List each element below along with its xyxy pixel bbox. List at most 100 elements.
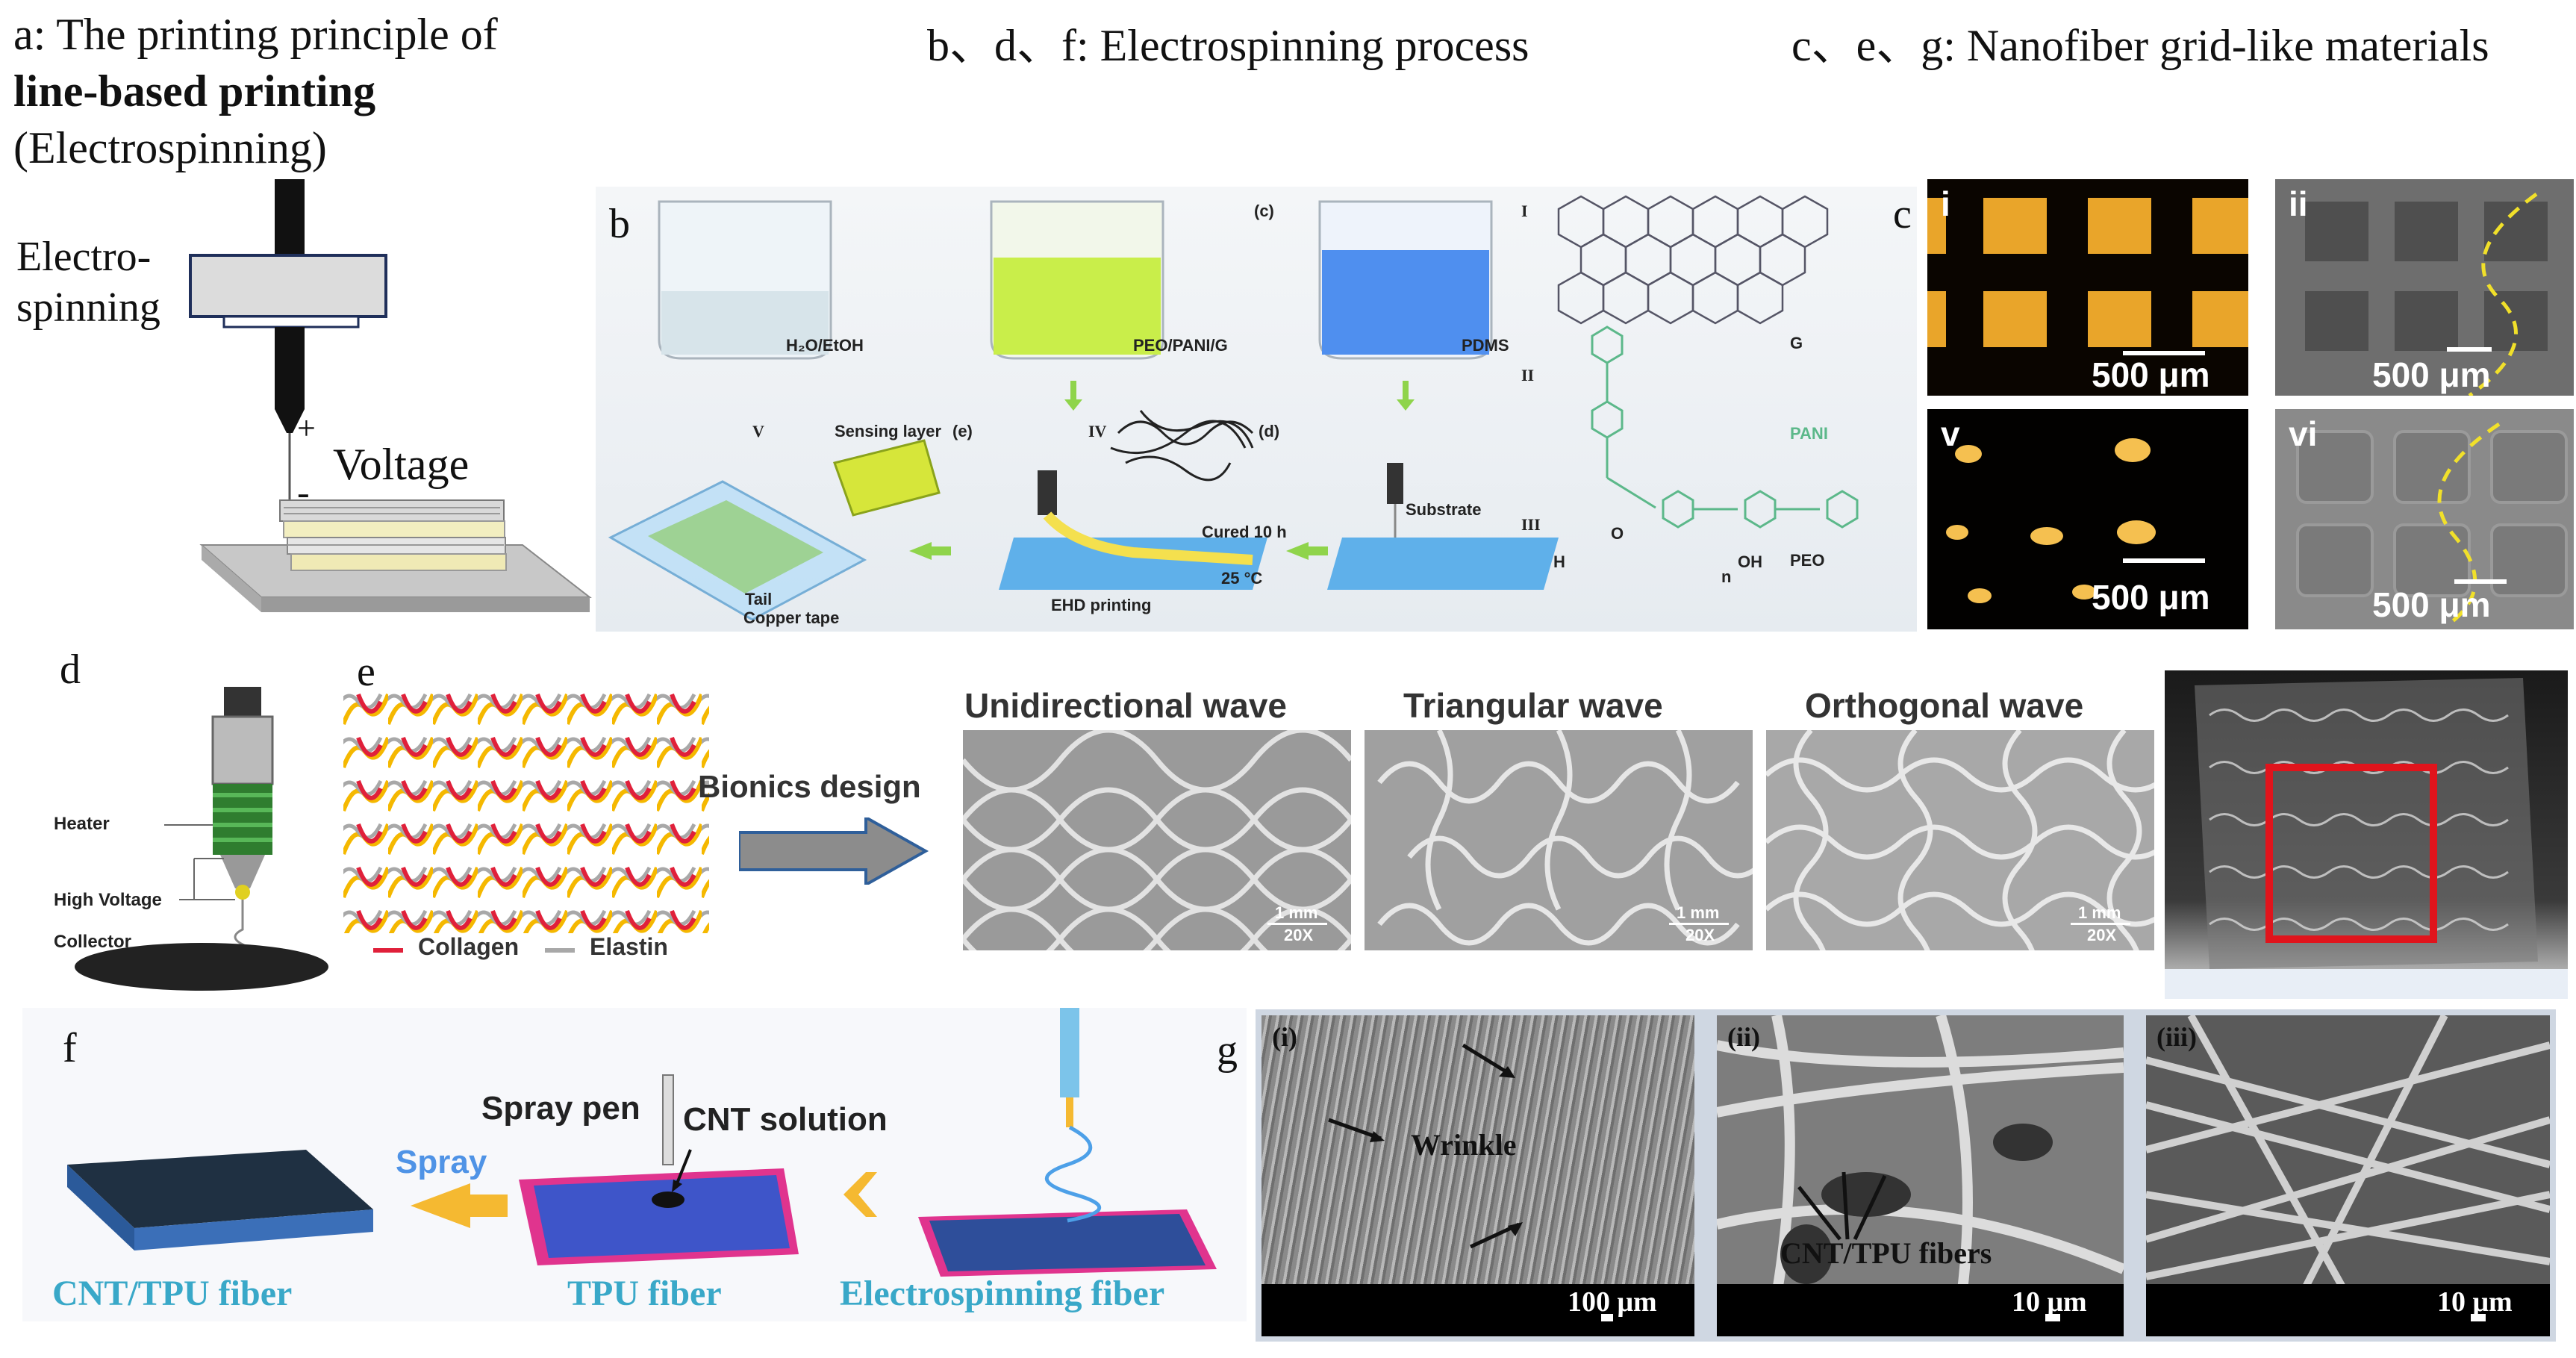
grid-image-vi — [2296, 422, 2568, 628]
wave-title-unidirectional: Unidirectional wave — [964, 686, 1288, 725]
bionics-arrow — [739, 817, 929, 885]
scale-label-v: 500 μm — [2092, 578, 2210, 617]
panel-e-bionics: Collagen Elastin — [343, 687, 709, 985]
label-g-ii: (ii) — [1727, 1022, 1760, 1052]
high-voltage-label: High Voltage — [54, 890, 162, 910]
panel-c-ii: ii 500 μm — [2275, 179, 2574, 396]
roman-v: V — [752, 422, 764, 440]
panel-d-letter: d — [60, 647, 81, 693]
electro-label-2: spinning — [16, 284, 160, 331]
scale-mm-2: 1 mm — [1677, 903, 1720, 922]
sem-orthogonal-wave: 1 mm 20X — [1766, 730, 2154, 950]
roman-ii: II — [1521, 366, 1535, 384]
scale-bar — [1669, 923, 1729, 925]
formula-n: n — [1721, 567, 1732, 586]
scale-bar — [2123, 351, 2205, 355]
orthogonal-wave-mesh — [1766, 730, 2154, 950]
wave-title-orthogonal: Orthogonal wave — [1805, 686, 2084, 725]
header-a-line1: a: The printing principle of — [13, 10, 498, 59]
panel-c-v: v 500 μm — [1927, 409, 2248, 629]
panel-b: b — [596, 187, 1917, 632]
scale-10um-iii: 10 μm — [2437, 1286, 2513, 1318]
sem-cnt-tpu-fibers: (ii) CNT/TPU fibers 10 μm — [1717, 1015, 2124, 1336]
header-bdf: b、d、f: Electrospinning process — [927, 21, 1529, 70]
bionics-design-label: Bionics design — [698, 769, 921, 804]
melt-electrospinning-schematic — [75, 687, 328, 991]
triangular-wave-mesh — [1377, 730, 1753, 946]
grid-image-ii — [2305, 192, 2548, 396]
roman-iv: IV — [1088, 422, 1107, 440]
wrinkle-arrows — [1328, 1043, 1523, 1249]
spray-pen-label: Spray pen — [481, 1090, 640, 1127]
scale-mag-3: 20X — [2087, 926, 2117, 944]
sensing-layer-label: Sensing layer — [835, 422, 942, 440]
label-g-iii: (iii) — [2156, 1022, 2197, 1052]
grid-image-v — [1946, 438, 2156, 603]
label-ii: ii — [2289, 184, 2308, 223]
formula-h: H — [1553, 552, 1565, 571]
header-a-line2: line-based printing — [13, 66, 376, 116]
panel-b-illustration — [608, 195, 1859, 621]
electro-label-1: Electro- — [16, 234, 152, 280]
pani-tag: PANI — [1790, 424, 1828, 443]
cnt-tpu-fiber-label: CNT/TPU fiber — [52, 1274, 293, 1313]
scale-bar — [2454, 579, 2507, 584]
collagen-legend-label: Collagen — [418, 933, 520, 960]
sem-wrinkle: (i) Wrinkle 100 μm — [1262, 1015, 1694, 1336]
scale-100um: 100 μm — [1568, 1286, 1657, 1318]
scale-bar — [2471, 1314, 2486, 1321]
wrinkle-label: Wrinkle — [1411, 1128, 1517, 1162]
scale-bar — [2447, 347, 2492, 352]
heater-label: Heater — [54, 814, 110, 834]
scale-band — [1717, 1284, 2124, 1336]
plus-sign: + — [297, 410, 316, 446]
tail-label: Tail — [745, 590, 773, 608]
collagen-legend-swatch — [373, 948, 403, 953]
cured-label: Cured 10 h — [1202, 523, 1287, 541]
beaker-3-label: PDMS — [1462, 336, 1509, 355]
tag-e: (e) — [952, 422, 973, 440]
voltage-label: Voltage — [333, 440, 470, 489]
collagen-elastin-pattern — [343, 687, 709, 933]
cnt-tpu-fibers-label: CNT/TPU fibers — [1780, 1236, 1992, 1270]
elastin-legend-label: Elastin — [590, 933, 668, 960]
panel-g: (i) Wrinkle 100 μm — [1256, 1009, 2556, 1342]
panel-f-illustration — [67, 1008, 1217, 1277]
roman-iii: III — [1521, 515, 1541, 534]
header-a-line3: (Electrospinning) — [13, 123, 327, 172]
label-i: i — [1941, 184, 1950, 223]
scale-mm-1: 1 mm — [1275, 903, 1318, 922]
spray-label: Spray — [396, 1144, 487, 1180]
wave-title-triangular: Triangular wave — [1403, 686, 1663, 725]
label-vi: vi — [2289, 414, 2318, 453]
header-ceg: c、e、g: Nanofiber grid-like materials — [1791, 21, 2489, 70]
collector-label: Collector — [54, 932, 132, 952]
formula-o: O — [1611, 524, 1624, 543]
scale-label-i: 500 μm — [2092, 355, 2210, 394]
panel-b-letter: b — [609, 201, 630, 247]
tag-d: (d) — [1259, 422, 1280, 440]
scale-bar — [1267, 923, 1327, 925]
scale-bar — [1601, 1314, 1613, 1321]
label-v: v — [1941, 414, 1960, 453]
peo-tag: PEO — [1790, 551, 1825, 570]
panel-a: Electro- spinning + - Voltage — [0, 172, 597, 650]
tag-c: (c) — [1254, 202, 1274, 220]
formula-oh: OH — [1738, 552, 1762, 571]
scale-bar — [2045, 1314, 2060, 1321]
panel-c-letter: c — [1893, 191, 1912, 237]
grid-image-i — [1927, 198, 2248, 347]
minus-sign: - — [297, 471, 310, 513]
scale-bar — [2071, 923, 2130, 925]
temp-label: 25 °C — [1221, 569, 1263, 588]
sem-triangular-wave: 1 mm 20X — [1365, 730, 1753, 950]
panel-d: Heater High Voltage Collector — [45, 672, 343, 1000]
roman-i: I — [1521, 202, 1528, 220]
g-tag: G — [1790, 334, 1803, 352]
sem-tpu-fibers: (iii) 10 μm — [2146, 1015, 2550, 1336]
tpu-fiber-mat — [2146, 1015, 2550, 1336]
substrate-label: Substrate — [1406, 500, 1482, 519]
panel-c-i: i 500 μm — [1927, 179, 2248, 396]
scale-10um-ii: 10 μm — [2012, 1286, 2087, 1318]
scale-band — [1262, 1284, 1694, 1336]
